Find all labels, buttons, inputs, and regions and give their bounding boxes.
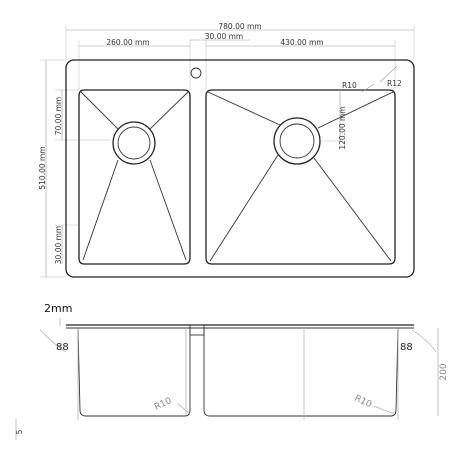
left-bowl-crease <box>80 91 119 130</box>
left-radius-label: R10 <box>153 396 174 413</box>
right-drain-offset-label: 120.00 mm <box>338 106 347 149</box>
left-drain-inner <box>117 126 151 160</box>
right-angle-label: 88 <box>400 342 413 353</box>
right-bowl-width-label: 430.00 mm <box>280 38 323 47</box>
left-drain-outer <box>112 121 156 165</box>
side-view: 2mm 88 88 200 5 R10 R10 <box>15 302 449 440</box>
drain-offset-top-label: 70.00 mm <box>54 97 63 135</box>
radius-leader <box>361 83 375 93</box>
overall-depth-label: 510.00 mm <box>38 146 47 189</box>
right-radius-label: R10 <box>353 394 374 411</box>
right-bowl-crease <box>317 91 394 129</box>
radius-leader <box>373 405 395 415</box>
height-label: 200 <box>439 363 449 380</box>
right-bowl-crease <box>313 157 392 262</box>
left-bowl-crease <box>149 159 187 261</box>
right-bowl-section <box>203 327 399 417</box>
divider-section <box>189 324 205 336</box>
bowl-offset-bottom-label: 30.00 mm <box>54 226 63 264</box>
corner-radius-label: R12 <box>387 79 402 88</box>
right-bowl-outline <box>205 89 396 265</box>
right-bowl-crease <box>209 154 279 262</box>
left-bowl-crease <box>149 91 189 130</box>
right-drain-inner <box>279 123 315 159</box>
right-angle-arc <box>411 329 437 353</box>
sink-outer-outline <box>65 59 415 278</box>
left-angle-label: 88 <box>56 342 69 353</box>
flange-label: 5 <box>15 429 24 434</box>
left-bowl-width-label: 260.00 mm <box>106 38 149 47</box>
overall-width-label: 780.00 mm <box>218 22 261 31</box>
divider-width-label: 30.00 mm <box>205 32 243 41</box>
left-bowl-crease <box>82 159 119 261</box>
radius-leader <box>379 65 398 83</box>
left-bowl-outline <box>78 89 191 265</box>
right-drain-outer <box>273 117 321 165</box>
right-bowl-crease <box>207 91 281 126</box>
faucet-hole <box>190 67 202 79</box>
top-view: 780.00 mm 260.00 mm 30.00 mm 430.00 mm 5… <box>38 22 415 278</box>
inner-radius-label: R10 <box>342 81 357 90</box>
thickness-label: 2mm <box>44 302 72 315</box>
left-bowl-section <box>77 327 191 417</box>
radius-leader <box>177 403 191 415</box>
left-angle-arc <box>39 329 67 353</box>
